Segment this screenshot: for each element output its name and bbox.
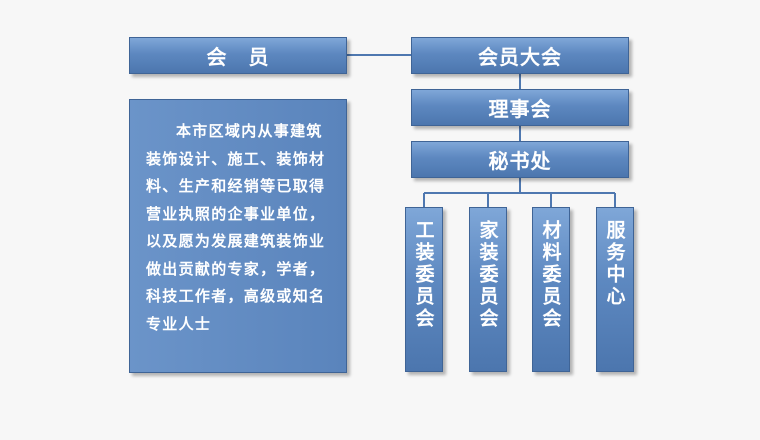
member-label: 会 员 [206,45,270,69]
member-assembly-box: 会员大会 [411,37,629,74]
member-assembly-label: 会员大会 [478,45,562,69]
member-description-box: 本市区域内从事建筑装饰设计、施工、装饰材料、生产和经销等已取得营业执照的企事业单… [129,99,347,373]
member-description-text: 本市区域内从事建筑装饰设计、施工、装饰材料、生产和经销等已取得营业执照的企事业单… [146,122,326,333]
committee-box-engineering: 工装委员会 [405,207,443,372]
committee-box-materials: 材料委员会 [532,207,570,372]
council-label: 理事会 [488,97,552,121]
committee-label: 材料委员会 [539,220,562,330]
committee-box-home: 家装委员会 [469,207,507,372]
committee-label: 工装委员会 [412,220,435,330]
committee-label: 服务中心 [603,220,626,308]
committee-label: 家装委员会 [476,220,499,330]
council-box: 理事会 [411,89,629,126]
service-center-box: 服务中心 [596,207,634,372]
secretariat-label: 秘书处 [488,149,552,173]
secretariat-box: 秘书处 [411,141,629,178]
member-box: 会 员 [129,37,347,74]
